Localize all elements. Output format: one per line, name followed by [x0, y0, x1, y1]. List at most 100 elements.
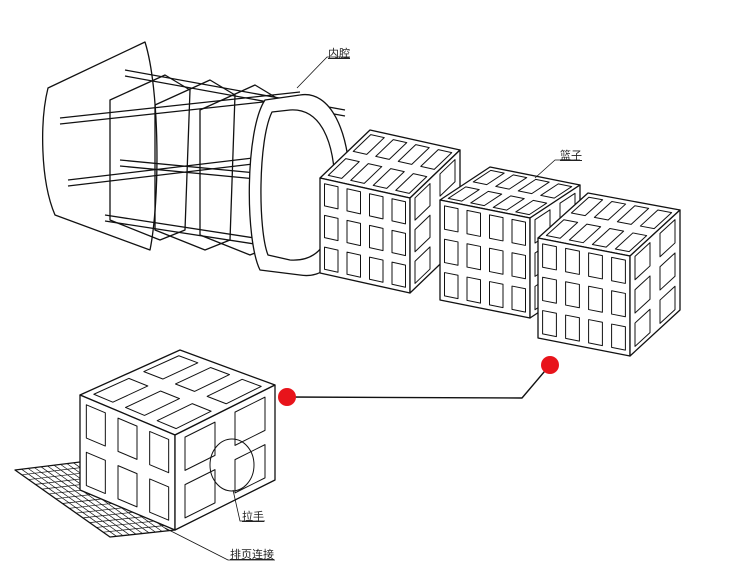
basket-slot — [369, 193, 384, 220]
basket-front-face — [319, 177, 411, 294]
basket-slot — [659, 252, 676, 291]
basket-slot — [593, 200, 627, 221]
basket-slot — [515, 199, 548, 216]
basket-slot — [395, 173, 428, 194]
basket-front-face — [537, 237, 631, 357]
detail-basket — [14, 349, 276, 538]
basket-slot — [143, 355, 199, 380]
basket-slot — [470, 190, 503, 207]
basket-slot — [517, 178, 550, 195]
basket-slot — [542, 276, 557, 304]
basket-side-face — [629, 209, 681, 357]
basket-slot — [591, 228, 625, 248]
basket-slot — [659, 285, 676, 324]
basket-slot — [85, 451, 106, 495]
basket-3 — [537, 192, 681, 357]
basket-slot — [447, 186, 480, 202]
basket-slot — [175, 367, 230, 392]
basket-slot — [489, 281, 504, 309]
label-inner-cavity: 内腔 — [328, 47, 350, 60]
basket-slot — [369, 224, 384, 252]
basket-slot — [117, 465, 138, 508]
basket-slot — [346, 188, 361, 215]
detail-callout — [278, 356, 559, 406]
leader-inner-cavity — [296, 56, 350, 89]
basket-slot — [492, 195, 525, 211]
basket-slot — [588, 285, 603, 313]
label-handle: 拉手 — [242, 510, 264, 523]
basket-slot — [117, 417, 138, 460]
leader-mesh — [164, 527, 275, 561]
basket-slot — [588, 252, 603, 280]
basket-slot — [234, 396, 266, 446]
basket-slot — [125, 390, 180, 416]
basket-slot — [234, 444, 266, 494]
basket-slot — [545, 219, 579, 239]
mesh-line — [103, 524, 169, 533]
callout-line — [286, 364, 551, 399]
basket-slot — [327, 158, 360, 179]
callout-marker-basket — [541, 356, 559, 374]
inner-cavity-frame — [42, 41, 351, 277]
basket-slot — [414, 183, 431, 221]
basket-slot — [511, 218, 526, 246]
basket-slot — [616, 205, 650, 225]
basket-slot — [206, 378, 262, 405]
basket-slot — [565, 247, 580, 275]
basket-slot — [588, 319, 603, 347]
basket-slot — [85, 404, 106, 447]
basket-slot — [466, 276, 481, 304]
baskets — [319, 129, 681, 357]
basket-slot — [639, 209, 673, 230]
basket-slot — [350, 163, 383, 184]
basket-slot — [184, 469, 216, 519]
basket-slot — [439, 159, 456, 197]
basket-slot — [375, 139, 408, 160]
basket-slot — [369, 256, 384, 283]
basket-1 — [319, 129, 461, 294]
large-basket — [79, 349, 276, 531]
basket-slot — [93, 377, 149, 403]
basket-slot — [542, 310, 557, 338]
basket-slot — [414, 246, 431, 284]
mesh-line — [21, 466, 87, 476]
cavity-left-end-plate — [42, 41, 158, 251]
basket-slot — [156, 403, 212, 430]
basket-slot — [495, 174, 528, 190]
basket-slot — [634, 275, 651, 314]
basket-slot — [397, 144, 430, 165]
basket-slot — [391, 198, 406, 225]
basket-slot — [472, 169, 505, 186]
basket-slot — [391, 261, 406, 288]
basket-slot — [614, 232, 648, 253]
basket-slot — [324, 183, 339, 210]
basket-slot — [540, 183, 573, 199]
cavity-right-ring-inner — [260, 109, 336, 261]
basket-slot — [542, 243, 557, 271]
basket-slot — [324, 214, 339, 242]
basket-slot — [565, 314, 580, 342]
basket-slot — [352, 134, 385, 155]
basket-slot — [511, 252, 526, 280]
basket-slot — [511, 285, 526, 313]
leader-lines — [164, 56, 580, 561]
basket-slot — [420, 149, 453, 170]
basket-slot — [570, 196, 604, 217]
basket-slot — [659, 219, 676, 258]
basket-slot — [568, 223, 602, 244]
basket-slot — [466, 243, 481, 271]
mesh-line — [96, 519, 162, 528]
basket-slot — [489, 214, 504, 242]
basket-slot — [611, 323, 626, 351]
basket-slot — [372, 168, 405, 189]
basket-slot — [324, 246, 339, 273]
leader-handle — [232, 489, 265, 522]
basket-slot — [611, 256, 626, 284]
basket-front-face — [439, 199, 531, 319]
label-mesh-connection: 排页连接 — [230, 548, 274, 561]
basket-slot — [346, 251, 361, 278]
basket-slot — [149, 478, 170, 521]
basket-slot — [634, 308, 651, 347]
